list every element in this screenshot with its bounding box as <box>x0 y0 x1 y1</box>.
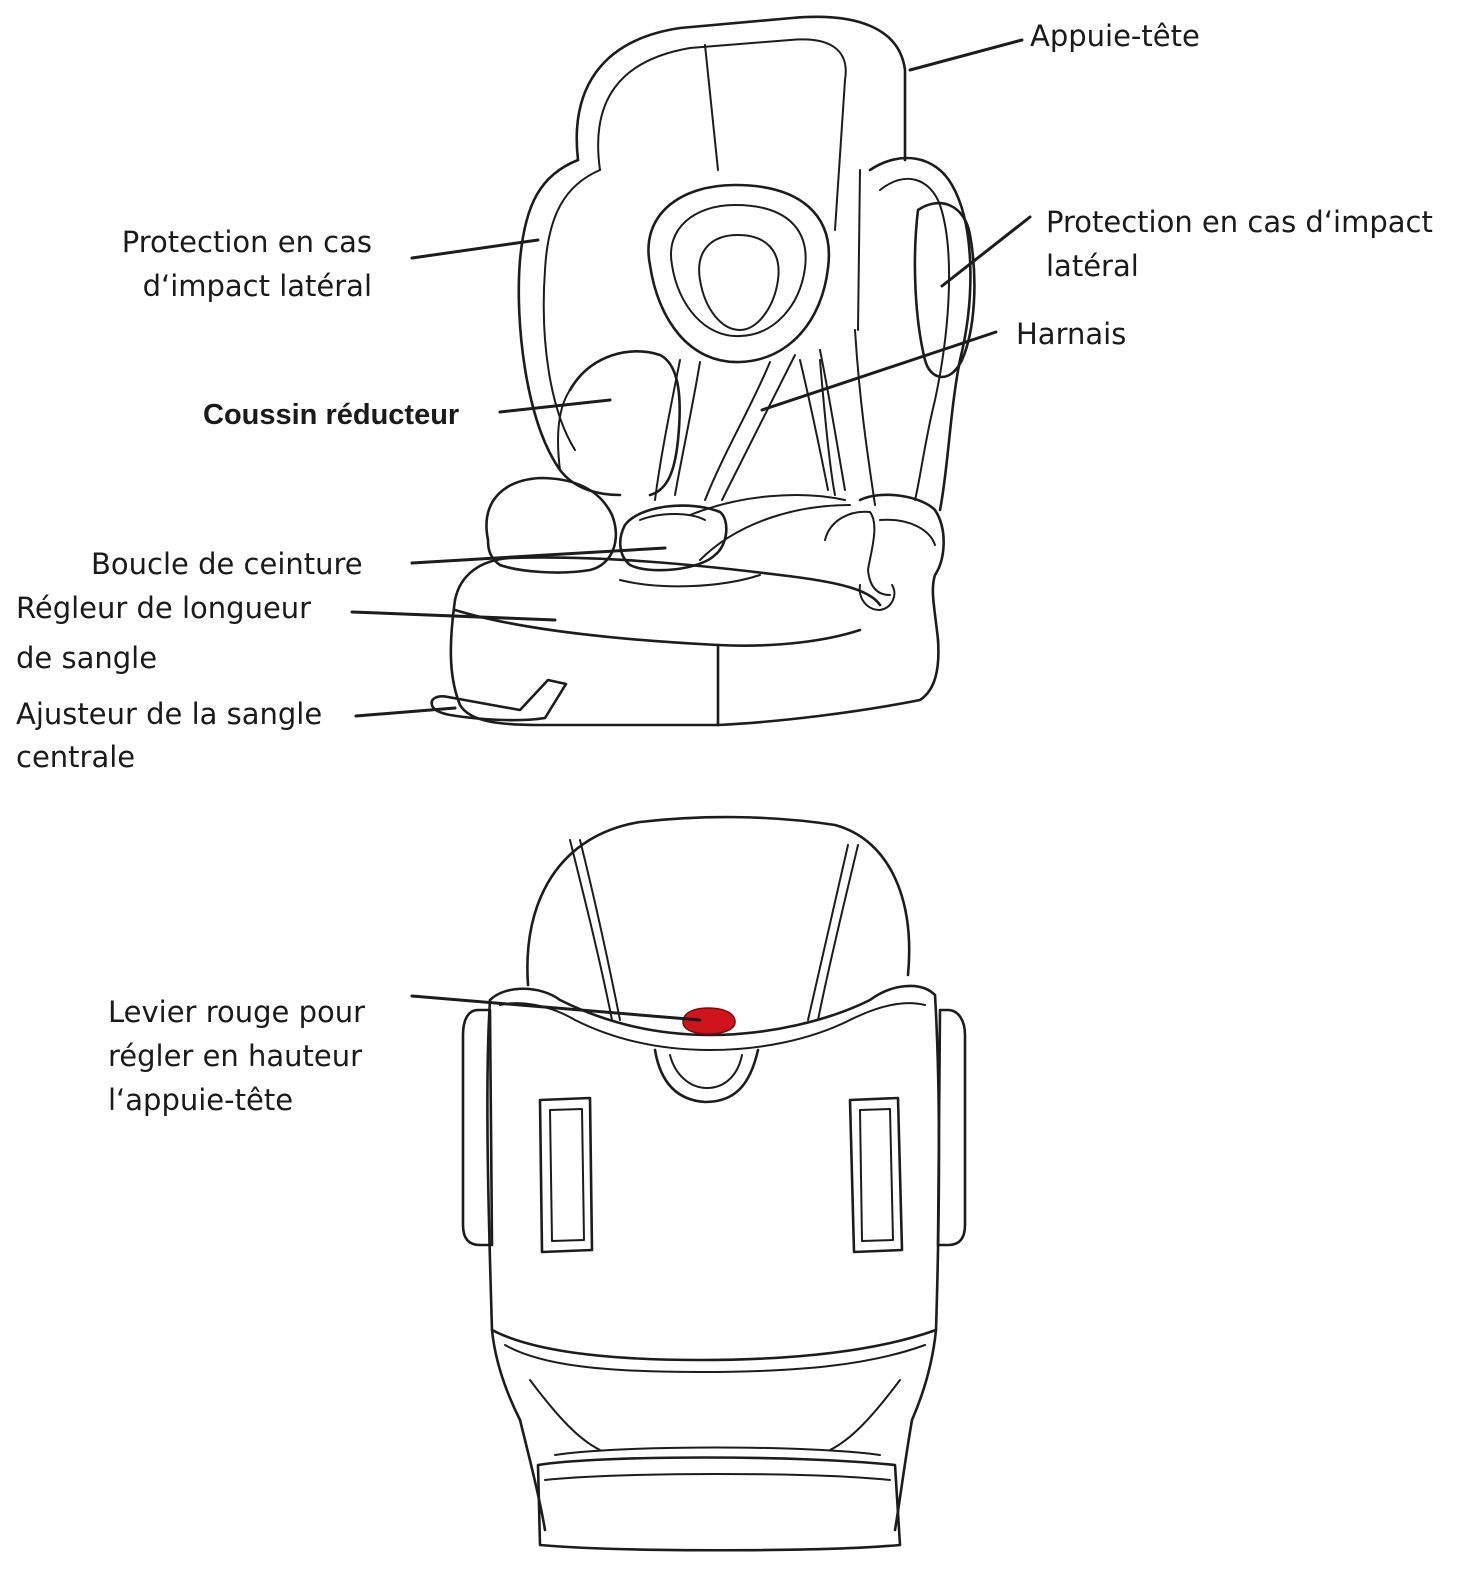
seat-base-rear <box>536 1456 902 1552</box>
label-harness: Harnais <box>1016 317 1127 351</box>
red-lever <box>682 1007 736 1035</box>
headrest-notch <box>653 1048 760 1104</box>
leader-side-impact-left <box>410 238 540 260</box>
side-impact-pad-right <box>913 201 976 379</box>
belt-slot-right <box>848 1096 904 1254</box>
central-strap-adjuster <box>430 678 568 722</box>
label-red-lever-line2: régler en hauteur <box>108 1039 363 1073</box>
leader-side-impact-right <box>940 215 1032 288</box>
label-strap-length-line2: de sangle <box>16 641 158 675</box>
lap-cushion <box>485 476 618 574</box>
label-red-lever-line3: l‘appuie-tête <box>108 1083 294 1117</box>
leader-central-strap <box>354 706 457 718</box>
label-reducer-cushion: Coussin réducteur <box>203 399 460 431</box>
label-headrest: Appuie-tête <box>1030 19 1200 53</box>
reducer-cushion <box>568 350 681 497</box>
leader-red-lever <box>410 994 702 1022</box>
label-belt-buckle: Boucle de ceinture <box>91 547 363 581</box>
belt-slot-left <box>538 1096 594 1254</box>
leader-lines <box>350 38 1032 1022</box>
right-wing <box>868 156 972 512</box>
side-tab-left <box>461 1008 494 1247</box>
label-red-lever-line1: Levier rouge pour <box>108 995 366 1029</box>
seat-front-view <box>430 15 976 727</box>
label-strap-length-line1: Régleur de longueur <box>16 591 312 625</box>
headrest-back <box>526 815 911 987</box>
seat-rear-view <box>461 815 967 1552</box>
headrest-inner <box>597 38 847 231</box>
leader-harness <box>760 330 998 412</box>
headrest-shell <box>575 15 907 162</box>
leader-headrest <box>908 38 1024 72</box>
harness-strap-right <box>704 361 771 501</box>
label-side-impact-right-line1: Protection en cas d‘impact <box>1046 205 1433 239</box>
label-central-strap-line2: centrale <box>16 740 136 774</box>
armrest-right <box>858 493 945 642</box>
label-side-impact-left-line1: Protection en cas <box>121 225 372 259</box>
seat-base <box>453 556 882 607</box>
label-side-impact-left-line2: d‘impact latéral <box>142 269 372 303</box>
label-side-impact-right-line2: latéral <box>1046 249 1139 283</box>
belt-buckle <box>619 504 728 572</box>
backrest-shell <box>488 984 937 1037</box>
harness-head-ring <box>647 183 831 364</box>
leader-belt-buckle <box>410 546 667 565</box>
left-wing <box>517 158 622 497</box>
side-tab-right <box>936 1008 967 1247</box>
leader-strap-length <box>350 610 557 622</box>
leader-reducer-cushion <box>498 398 612 414</box>
label-central-strap-line1: Ajusteur de la sangle <box>16 697 323 731</box>
